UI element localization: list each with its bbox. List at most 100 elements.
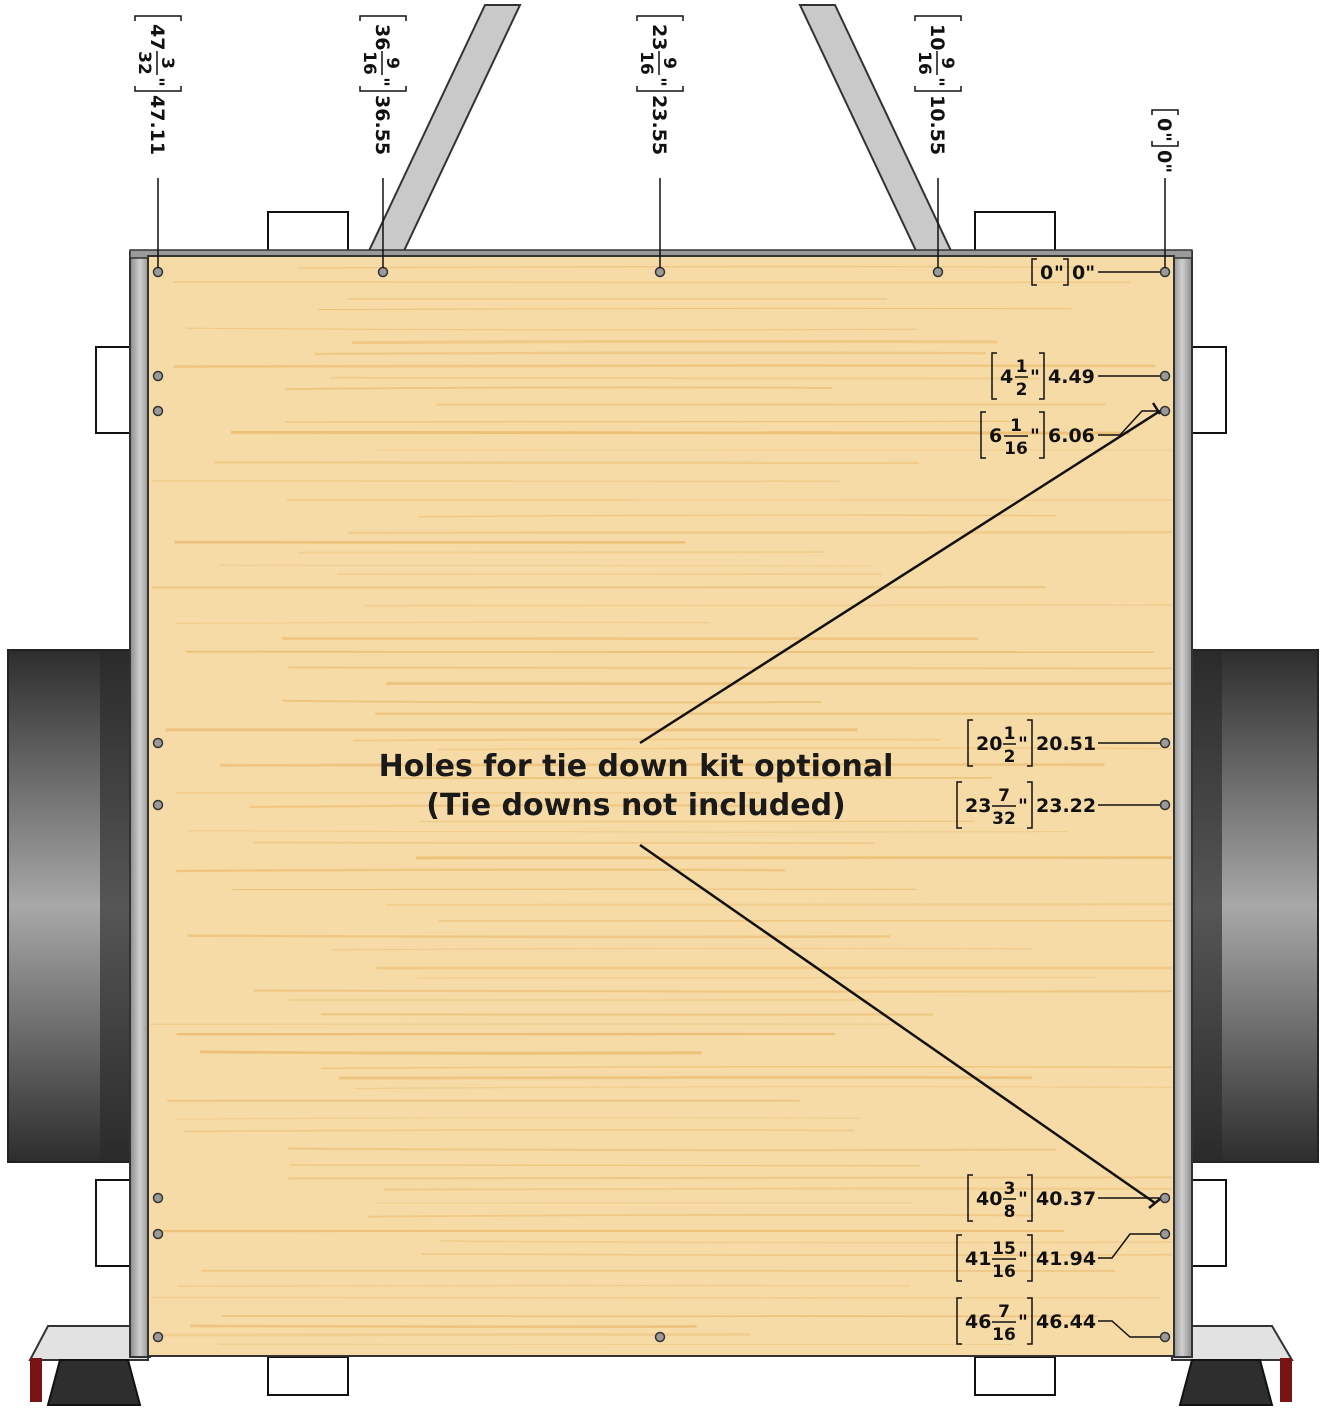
dimension-whole: 40 [976,1188,1002,1210]
hole [1161,801,1170,810]
hole [154,372,163,381]
dimension-whole: 46 [965,1311,991,1333]
dimension-whole: 0 [1040,262,1053,284]
dimension-denominator: 16 [636,51,656,75]
dimension-decimal: 20.51 [1036,733,1096,755]
inch-mark: " [926,77,948,87]
inch-mark: " [1018,1248,1028,1270]
inch-mark: " [1153,132,1175,142]
dimension-decimal: 6.06 [1048,425,1095,447]
hole [656,268,665,277]
grain-line [190,1326,697,1327]
inch-mark: " [1018,1188,1028,1210]
hole [154,1194,163,1203]
dimension-decimal: 36.55 [371,95,393,155]
dimension-denominator: 32 [134,51,154,75]
grain-line [254,843,875,844]
grain-line [439,920,1173,921]
hole [1161,268,1170,277]
right-tire [1192,650,1318,1162]
bracket-left [1152,110,1178,115]
inch-mark: " [1018,1311,1028,1333]
dimension-whole: 23 [965,795,991,817]
hole [154,268,163,277]
hole [656,1333,665,1342]
dimension-decimal: 47.11 [146,95,168,155]
grain-line [285,421,1014,422]
inch-mark: " [1018,733,1028,755]
dimension-denominator: 16 [359,51,379,75]
grain-line [254,991,1172,992]
dimension-denominator: 16 [992,1262,1016,1282]
dimension-numerator: 9 [659,57,679,69]
inch-mark: " [1018,795,1028,817]
top-dimension-labels: 47332"47.1136916"36.5523916"23.5510916"1… [134,16,1178,173]
grain-line [331,378,1040,379]
hole [154,1230,163,1239]
hole [934,268,943,277]
dimension-decimal: 4.49 [1048,366,1095,388]
top-dimension: 10 916 " 10.55 [914,16,961,155]
inch-mark: " [648,77,670,87]
dimension-numerator: 7 [998,1302,1010,1322]
dimension-numerator: 3 [1004,1179,1016,1199]
hole [1161,407,1170,416]
hole [1161,1194,1170,1203]
hole [154,801,163,810]
grain-line [187,936,890,937]
dimension-whole: 47 [146,24,168,50]
hole [1161,1230,1170,1239]
grain-line [365,605,1172,606]
dimension-numerator: 9 [937,57,957,69]
dimension-denominator: 2 [1016,380,1028,400]
dimension-whole: 10 [926,24,948,50]
bracket-left [360,16,406,21]
grain-line [339,1077,1032,1078]
dimension-decimal: 46.44 [1036,1311,1096,1333]
grain-line [200,1052,702,1053]
hole [154,1333,163,1342]
dimension-decimal: 40.37 [1036,1188,1096,1210]
dimension-whole: 4 [1000,366,1013,388]
dimension-decimal: 0" [1072,262,1095,284]
dimension-whole: 20 [976,733,1002,755]
dimension-numerator: 1 [1010,416,1022,436]
inch-mark: " [371,77,393,87]
dimension-whole: 0 [1153,118,1175,131]
hole [1161,372,1170,381]
dimension-denominator: 16 [914,51,934,75]
dimension-decimal: 41.94 [1036,1248,1096,1270]
hole [1161,739,1170,748]
callout-line-1: Holes for tie down kit optional [336,748,936,786]
dimension-numerator: 9 [382,57,402,69]
grain-line [352,341,998,342]
dimension-denominator: 2 [1004,747,1016,767]
top-dimension: 36 916 " 36.55 [359,16,406,155]
bracket-left [915,16,961,21]
dimension-whole: 6 [989,425,1002,447]
bracket-left [135,16,181,21]
hole [379,268,388,277]
grain-line [387,904,1172,905]
dimension-denominator: 8 [1004,1202,1016,1222]
callout-line-2: (Tie downs not included) [336,787,936,825]
grain-line [233,889,916,890]
dimension-denominator: 16 [992,1325,1016,1345]
dimension-numerator: 15 [992,1239,1016,1259]
hole [154,739,163,748]
inch-mark: " [146,77,168,87]
dimension-numerator: 1 [1016,357,1028,377]
grain-line [298,552,825,553]
dimension-decimal: 10.55 [926,95,948,155]
dimension-denominator: 32 [992,809,1016,829]
dimension-whole: 41 [965,1248,991,1270]
right-dimension: 0"0" [1032,259,1095,285]
dimension-whole: 23 [648,24,670,50]
dimension-numerator: 7 [998,786,1010,806]
grain-line [314,353,986,354]
dimension-whole: 36 [371,24,393,50]
inch-mark: " [1030,366,1040,388]
